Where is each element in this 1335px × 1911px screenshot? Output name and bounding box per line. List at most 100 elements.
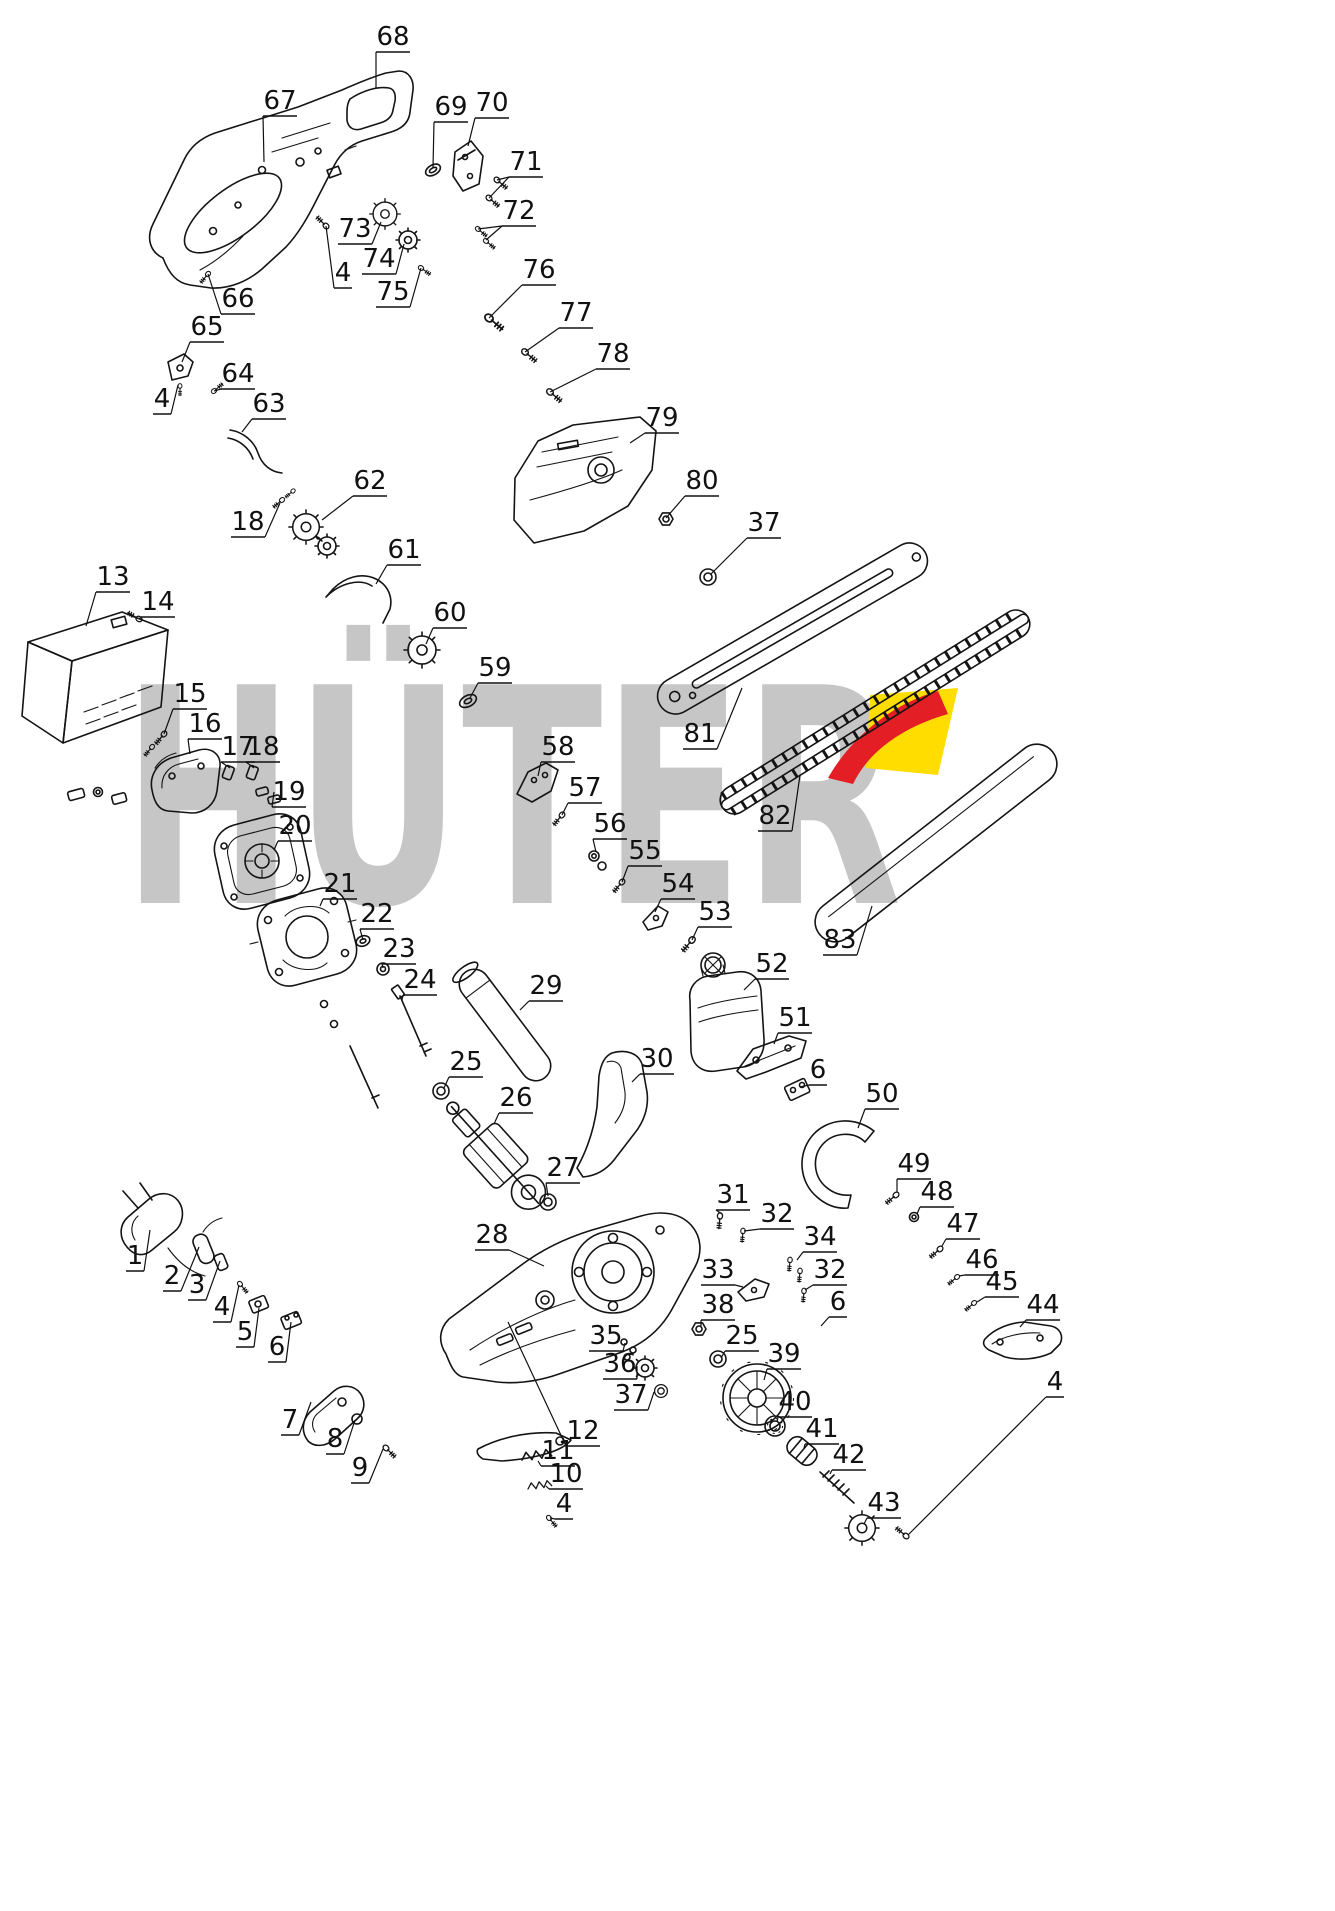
part-label-18-22: 18 <box>231 502 281 538</box>
svg-text:7: 7 <box>282 1405 299 1435</box>
svg-text:67: 67 <box>263 86 296 116</box>
part-label-22-43: 22 <box>359 899 394 941</box>
part-label-81-35: 81 <box>683 687 743 750</box>
svg-text:14: 14 <box>141 587 174 617</box>
part-label-75-9: 75 <box>376 267 422 308</box>
svg-text:81: 81 <box>683 719 716 749</box>
part-label-65-13: 65 <box>181 312 224 363</box>
part-label-62-20: 62 <box>321 466 387 521</box>
part-80-37-fasteners <box>658 512 717 586</box>
part-label-36-78: 36 <box>603 1349 638 1380</box>
svg-text:4: 4 <box>556 1489 573 1519</box>
part-label-37-21: 37 <box>710 508 781 575</box>
svg-text:83: 83 <box>823 925 856 955</box>
diagram-line-art <box>21 70 1063 1546</box>
svg-text:25: 25 <box>725 1321 758 1351</box>
part-53-59-bar-hardware <box>458 693 698 954</box>
svg-text:32: 32 <box>760 1199 793 1229</box>
part-label-47-58: 47 <box>941 1209 980 1247</box>
svg-text:70: 70 <box>475 88 508 118</box>
part-label-29-47: 29 <box>519 971 563 1011</box>
part-label-20-37: 20 <box>273 811 312 851</box>
svg-text:54: 54 <box>661 869 694 899</box>
part-63-65-linkage <box>167 353 283 474</box>
part-label-4-81: 4 <box>907 1367 1064 1536</box>
svg-text:20: 20 <box>278 811 311 841</box>
svg-text:63: 63 <box>252 389 285 419</box>
part-label-19-33: 19 <box>271 777 306 808</box>
part-label-48-56: 48 <box>916 1177 954 1215</box>
svg-text:80: 80 <box>685 466 718 496</box>
svg-text:65: 65 <box>190 312 223 342</box>
part-label-41-85: 41 <box>803 1414 839 1449</box>
part-label-68-0: 68 <box>375 22 410 88</box>
svg-text:34: 34 <box>803 1222 836 1252</box>
svg-text:64: 64 <box>221 359 254 389</box>
svg-text:43: 43 <box>867 1488 900 1518</box>
part-label-42-87: 42 <box>829 1440 866 1475</box>
part-label-43-91: 43 <box>863 1488 901 1525</box>
svg-text:1: 1 <box>127 1241 144 1271</box>
part-67-68-rear-handle-housing <box>148 70 414 289</box>
part-label-16-29: 16 <box>187 709 222 755</box>
part-label-2-66: 2 <box>163 1246 200 1292</box>
part-label-18-31: 18 <box>245 732 280 769</box>
part-label-78-14: 78 <box>549 339 630 393</box>
svg-text:41: 41 <box>805 1414 838 1444</box>
part-label-67-1: 67 <box>262 86 297 163</box>
part-31-38-fasteners <box>691 1211 808 1368</box>
part-label-55-38: 55 <box>621 836 662 883</box>
svg-text:50: 50 <box>865 1079 898 1109</box>
svg-text:10: 10 <box>549 1459 582 1489</box>
part-label-23-44: 23 <box>381 934 416 969</box>
part-label-28-63: 28 <box>475 1220 545 1267</box>
part-label-80-19: 80 <box>665 466 719 519</box>
svg-text:13: 13 <box>96 562 129 592</box>
svg-text:19: 19 <box>272 777 305 807</box>
part-label-54-39: 54 <box>654 869 695 913</box>
part-81-guide-bar <box>656 542 929 715</box>
svg-text:22: 22 <box>360 899 393 929</box>
svg-text:78: 78 <box>596 339 629 369</box>
part-label-6-73: 6 <box>820 1287 847 1327</box>
svg-text:17: 17 <box>221 732 254 762</box>
svg-text:68: 68 <box>376 22 409 52</box>
part-69-75-hardware <box>314 140 510 277</box>
svg-text:36: 36 <box>603 1349 636 1379</box>
svg-text:71: 71 <box>509 147 542 177</box>
part-label-70-3: 70 <box>467 88 509 147</box>
svg-text:66: 66 <box>221 284 254 314</box>
part-label-50-54: 50 <box>857 1079 899 1129</box>
part-label-56-36: 56 <box>592 809 627 853</box>
svg-text:4: 4 <box>214 1292 231 1322</box>
svg-text:77: 77 <box>559 298 592 328</box>
svg-text:73: 73 <box>338 214 371 244</box>
svg-text:39: 39 <box>767 1339 800 1369</box>
svg-text:2: 2 <box>164 1261 181 1291</box>
svg-text:49: 49 <box>897 1149 930 1179</box>
part-label-14-25: 14 <box>138 587 175 620</box>
part-label-40-83: 40 <box>776 1387 812 1423</box>
svg-text:6: 6 <box>269 1332 286 1362</box>
svg-text:6: 6 <box>810 1055 827 1085</box>
svg-text:74: 74 <box>362 244 395 274</box>
part-20-fan-housing <box>213 813 311 910</box>
svg-text:18: 18 <box>231 507 264 537</box>
svg-text:56: 56 <box>593 809 626 839</box>
svg-text:4: 4 <box>335 258 352 288</box>
svg-text:72: 72 <box>502 196 535 226</box>
svg-text:29: 29 <box>529 971 562 1001</box>
part-label-49-55: 49 <box>896 1149 931 1192</box>
part-label-6-50: 6 <box>799 1055 827 1088</box>
part-label-25-51: 25 <box>443 1047 483 1089</box>
part-label-4-71: 4 <box>213 1284 240 1323</box>
part-1-9-switch-parts <box>120 1182 398 1460</box>
part-label-61-23: 61 <box>375 535 421 585</box>
svg-text:32: 32 <box>813 1255 846 1285</box>
svg-text:76: 76 <box>522 255 555 285</box>
part-label-27-57: 27 <box>545 1153 580 1197</box>
part-15-19-gearbox-mount <box>66 729 282 814</box>
svg-text:42: 42 <box>832 1440 865 1470</box>
